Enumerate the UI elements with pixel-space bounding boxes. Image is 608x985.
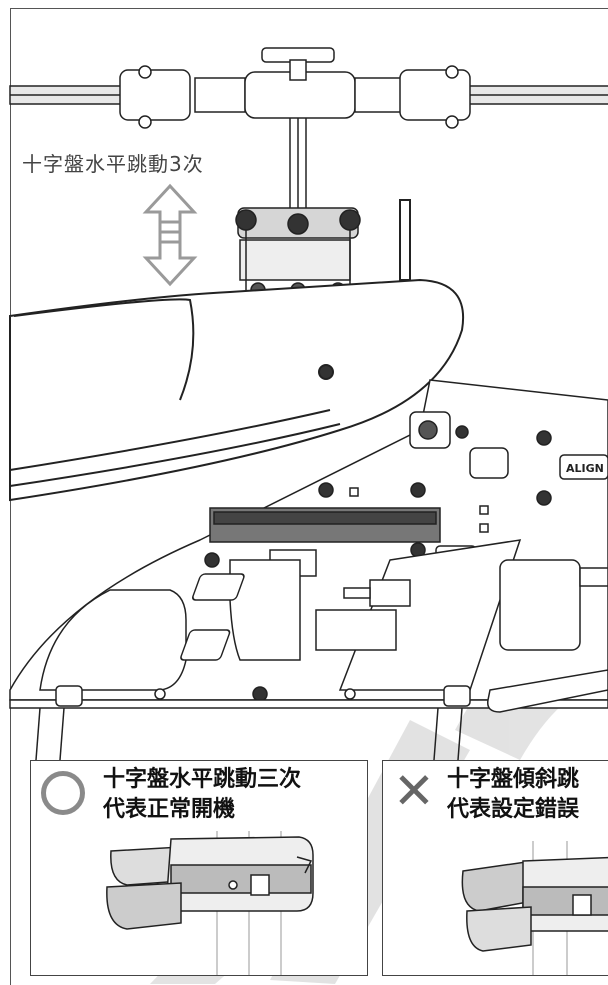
callout-line-1: 十字盤水平跳動三次 [103,767,302,792]
double-arrow-icon [142,183,198,287]
circle-icon [41,771,85,815]
landing-gear [9,669,608,761]
frame-cutouts [39,539,608,691]
callout-text: 十字盤水平跳動三次 代表正常開機 [103,765,301,825]
cross-icon: ✕ [393,762,435,820]
swashplate [235,207,361,298]
callout-text: 十字盤傾斜跳 代表設定錯誤 [447,765,579,825]
callout-line-2: 代表正常開機 [103,797,236,822]
callout-line-2: 代表設定錯誤 [447,797,580,822]
brand-plate-label: ALIGN [566,462,604,475]
error-indicator-callout: ✕ 十字盤傾斜跳 代表設定錯誤 [382,760,608,976]
rotor-head [119,47,471,220]
canopy [9,199,465,502]
callout-line-1: 十字盤傾斜跳 [447,767,580,792]
level-swashplate-illustration [106,831,314,975]
correct-indicator-callout: 十字盤水平跳動三次 代表正常開機 [30,760,368,976]
swashplate-bounce-label: 十字盤水平跳動3次 [22,152,204,176]
tilted-swashplate-illustration [461,841,608,975]
main-gear [209,507,441,577]
